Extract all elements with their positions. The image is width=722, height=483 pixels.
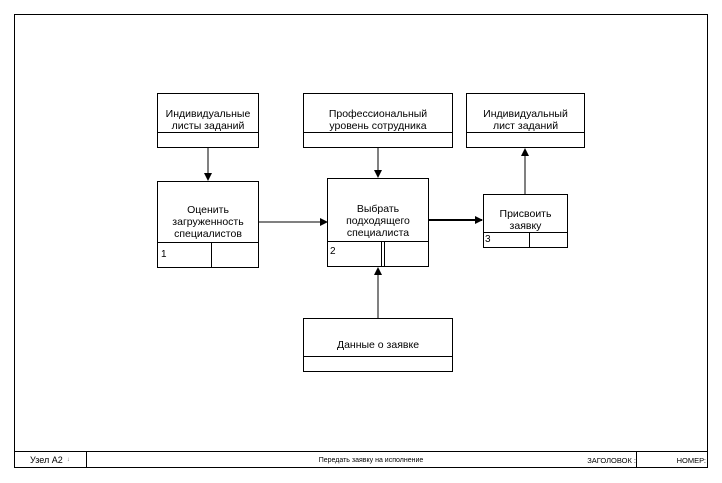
footer-separator [636,452,637,468]
footer-separator [86,452,87,468]
activity-number: 3 [485,234,491,245]
diagram-frame [14,14,708,468]
footer-heading-cell: ЗАГОЛОВОК : [582,452,636,468]
activity-strip: 2 [328,241,428,266]
box-request-data-label: Данные о заявке [336,339,420,351]
strip-divider [381,242,382,266]
box-professional-level: Профессиональный уровень сотрудника [303,93,453,148]
activity-assess-load: Оценить загруженность специалистов 1 [157,181,259,268]
box-individual-list-label: Индивидуальный лист заданий [483,108,568,132]
box-request-data: Данные о заявке [303,318,453,372]
box-individual-lists-label: Индивидуальные листы заданий [165,108,251,132]
footer-node-mark: ↓ [66,457,70,463]
box-strip [467,132,584,147]
footer-number-label: НОМЕР: [676,455,706,465]
footer-number-cell: НОМЕР: [636,452,706,468]
footer-node-cell: Узел А2 ↓ [30,452,86,468]
activity-number: 2 [330,246,336,257]
box-individual-list: Индивидуальный лист заданий [466,93,585,148]
footer-node: Узел А2 [30,455,63,465]
activity-choose-specialist: Выбрать подходящего специалиста 2 [327,178,429,267]
box-strip [304,356,452,371]
activity-strip: 3 [484,232,567,247]
strip-divider [384,242,385,266]
activity-assess-load-label: Оценить загруженность специалистов [172,204,244,240]
footer-heading-label: ЗАГОЛОВОК : [587,455,636,465]
strip-divider [211,243,212,267]
activity-strip: 1 [158,242,258,267]
activity-assign-request: Присвоить заявку 3 [483,194,568,248]
box-strip [304,132,452,147]
box-individual-lists: Индивидуальные листы заданий [157,93,259,148]
footer-title: Передать заявку на исполнение [318,456,424,464]
box-professional-level-label: Профессиональный уровень сотрудника [328,108,428,132]
footer-title-cell: Передать заявку на исполнение [86,452,656,468]
activity-assign-request-label: Присвоить заявку [499,208,552,232]
box-strip [158,132,258,147]
diagram-footer: Узел А2 ↓ Передать заявку на исполнение … [14,451,708,468]
activity-number: 1 [161,249,167,260]
activity-choose-specialist-label: Выбрать подходящего специалиста [346,203,410,239]
strip-divider [529,233,530,247]
